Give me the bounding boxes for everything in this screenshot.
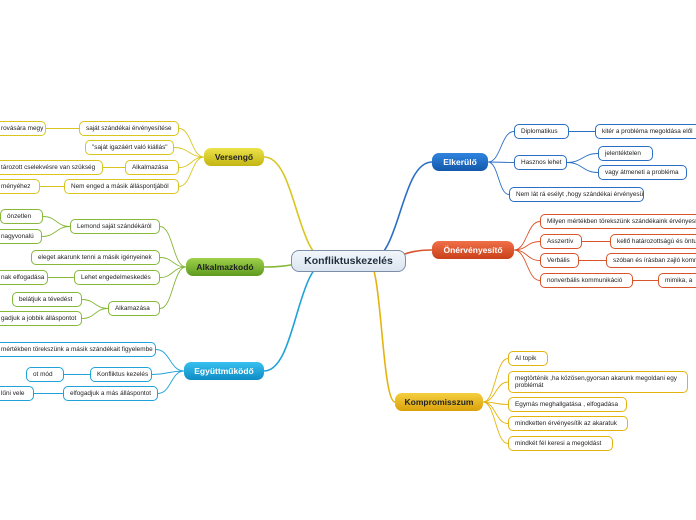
- connector-line: [151, 370, 185, 375]
- connector-line: [81, 308, 109, 319]
- versengo-sajat[interactable]: saját szándékai érvényesítése: [79, 121, 179, 136]
- versengo-igazaert[interactable]: "saját igazáért való kiállás": [85, 140, 174, 155]
- connector-line: [482, 358, 509, 403]
- connector-line: [81, 299, 109, 309]
- onervenyesito-milyen[interactable]: Milyen mértékben törekszünk szándékaink …: [540, 214, 696, 229]
- connector-line: [513, 241, 541, 251]
- onervenyesito-asszertiv[interactable]: Asszertív: [540, 234, 582, 249]
- connector-line: [513, 249, 541, 281]
- versengo-alkalmazasa[interactable]: Alkalmazása: [125, 160, 179, 175]
- connector-line: [178, 128, 205, 158]
- branch-kompromisszum[interactable]: Kompromisszum: [395, 393, 483, 411]
- connector-line: [566, 162, 599, 173]
- connector-line: [482, 401, 509, 444]
- egyuttmukodo-konfliktus[interactable]: Konfliktus kezelés: [90, 367, 152, 382]
- onervenyesito-nonverbalis[interactable]: nonverbális kommunikáció: [540, 273, 633, 288]
- egyuttmukodo-konfliktus-detail[interactable]: ot mód: [26, 367, 64, 382]
- alkalmazkodo-alkamazasa[interactable]: Alkamazása: [108, 301, 160, 316]
- connector-line: [41, 226, 71, 237]
- elkerulo-diplomatikus-detail[interactable]: kitér a probléma megoldása elől: [595, 124, 696, 139]
- connector-line: [482, 401, 509, 424]
- connector-line: [42, 216, 71, 227]
- connector-line: [367, 260, 396, 403]
- connector-line: [173, 147, 205, 158]
- kompromisszum-item-3[interactable]: Egymás meghallgatása , elfogadása: [508, 397, 627, 412]
- elkerulo-hasznos-detail-2[interactable]: vagy átmeneti a probléma: [598, 165, 687, 180]
- alkalmazkodo-alkamazasa-detail-1[interactable]: belátjuk a tévedést: [12, 292, 82, 307]
- connector-line: [159, 226, 187, 268]
- branch-onervenyesito[interactable]: Önérvényesítő: [432, 241, 514, 259]
- connector-line: [263, 156, 329, 262]
- alkalmazkodo-lehet[interactable]: Lehet engedelmeskedés: [74, 270, 160, 285]
- onervenyesito-verbalis[interactable]: Verbális: [540, 253, 579, 268]
- connector-line: [159, 257, 187, 268]
- kompromisszum-item-5[interactable]: mindkét fél keresi a megoldást: [508, 436, 613, 451]
- connector-line: [513, 221, 541, 251]
- egyuttmukodo-elfogadjuk[interactable]: elfogadjuk a más álláspontot: [63, 386, 158, 401]
- alkalmazkodo-lehet-detail[interactable]: nak elfogadása: [0, 270, 48, 285]
- connector-line: [368, 161, 433, 262]
- connector-line: [487, 131, 515, 163]
- alkalmazkodo-lemond[interactable]: Lemond saját szándékáról: [70, 219, 160, 234]
- connector-line: [178, 156, 205, 168]
- kompromisszum-item-1[interactable]: AI topik: [508, 351, 548, 366]
- branch-versengo[interactable]: Versengő: [204, 148, 264, 166]
- connector-line: [159, 266, 187, 309]
- connector-line: [157, 370, 185, 394]
- branch-elkerulo[interactable]: Elkerülő: [432, 153, 488, 171]
- connector-line: [155, 349, 185, 372]
- connector-line: [487, 161, 515, 163]
- connector-line: [487, 161, 510, 195]
- alkalmazkodo-eleget[interactable]: eleget akarunk tenni a másik igényeinek: [31, 250, 160, 265]
- connector-line: [178, 156, 205, 187]
- alkalmazkodo-alkamazasa-detail-2[interactable]: gadjuk a jobbik álláspontot: [0, 311, 82, 326]
- onervenyesito-asszertiv-detail[interactable]: kellő határozottságú és öntu: [610, 234, 696, 249]
- elkerulo-nem-lat[interactable]: Nem lát rá esélyt ,hogy szándékai érvény…: [509, 187, 644, 202]
- alkalmazkodo-lemond-detail-1[interactable]: önzetlen: [0, 209, 43, 224]
- versengo-nem-enged[interactable]: Nem enged a másik álláspontjából: [64, 179, 179, 194]
- branch-egyuttmukodo[interactable]: Együttműködő: [184, 362, 264, 380]
- onervenyesito-verbalis-detail[interactable]: szóban és írásban zajló komm: [606, 253, 696, 268]
- kompromisszum-item-4[interactable]: mindketten érvényesítik az akaratuk: [508, 416, 628, 431]
- kompromisszum-item-2[interactable]: megtörténik ,ha közösen,gyorsan akarunk …: [508, 371, 688, 393]
- branch-alkalmazkodo[interactable]: Alkalmazkodó: [186, 258, 264, 276]
- onervenyesito-nonverbalis-detail[interactable]: mimika, a: [658, 273, 696, 288]
- elkerulo-hasznos[interactable]: Hasznos lehet: [514, 155, 567, 170]
- versengo-alkalmazasa-detail[interactable]: tározott cselekvésre van szükség: [0, 160, 103, 175]
- elkerulo-hasznos-detail-1[interactable]: jelentéktelen: [598, 146, 653, 161]
- egyuttmukodo-mertekben[interactable]: mértékben törekszünk a másik szándékait …: [0, 342, 156, 357]
- connector-line: [566, 153, 599, 163]
- egyuttmukodo-elfogadjuk-detail[interactable]: lűni vele: [0, 386, 34, 401]
- connector-line: [263, 260, 329, 372]
- versengo-nem-enged-detail[interactable]: ményéhez: [0, 179, 40, 194]
- central-topic[interactable]: Konfliktuskezelés: [291, 250, 406, 272]
- connector-line: [482, 381, 509, 403]
- elkerulo-diplomatikus[interactable]: Diplomatikus: [514, 124, 569, 139]
- versengo-sajat-detail[interactable]: rovására megy: [0, 121, 46, 136]
- alkalmazkodo-lemond-detail-2[interactable]: nagyvonalú: [0, 229, 42, 244]
